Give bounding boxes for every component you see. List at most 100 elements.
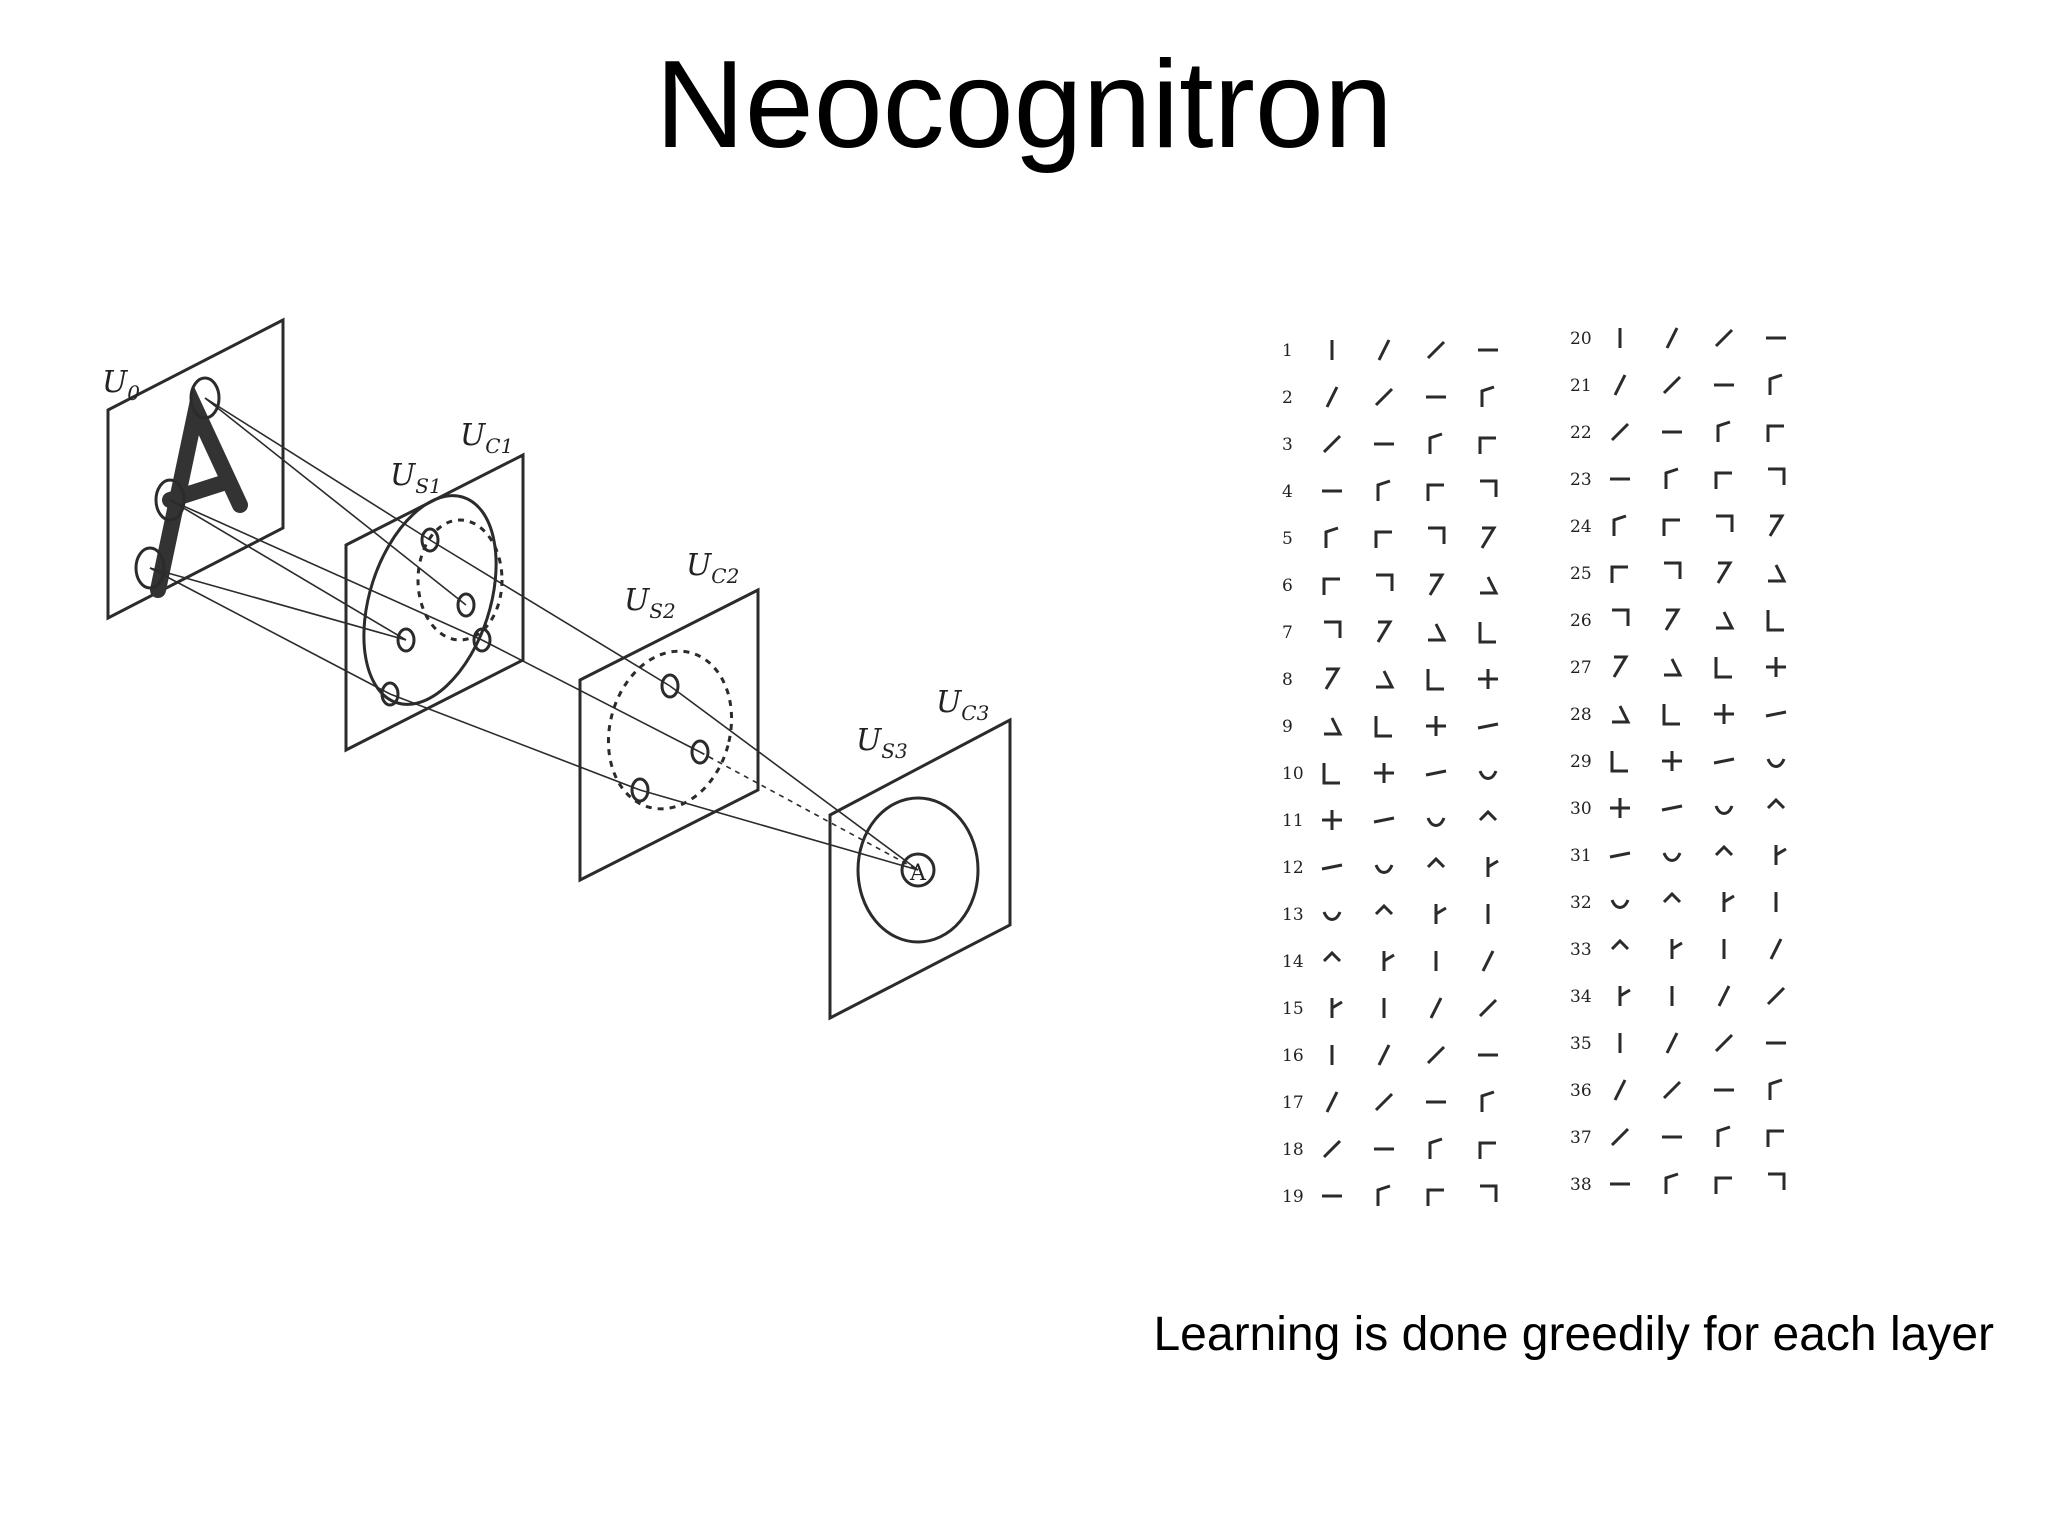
- slide-title: Neocognitron: [655, 36, 1393, 174]
- feature-glyph: [1714, 1033, 1734, 1053]
- feature-number: 29: [1570, 752, 1592, 772]
- feature-number: 8: [1282, 670, 1293, 690]
- feature-glyph: [1766, 758, 1786, 768]
- feature-glyph: [1713, 757, 1735, 765]
- feature-glyph: [1714, 657, 1732, 679]
- feature-glyph: [1428, 573, 1445, 596]
- feature-glyph: [1766, 1129, 1784, 1147]
- feature-number: 33: [1570, 940, 1592, 960]
- feature-glyph: [1322, 434, 1342, 454]
- label-us1: US1: [390, 458, 442, 498]
- feature-glyph: [1610, 422, 1630, 442]
- feature-number: 11: [1282, 811, 1304, 831]
- feature-number: 22: [1570, 423, 1592, 443]
- feature-glyph: [1428, 526, 1446, 544]
- feature-number: 14: [1282, 952, 1304, 972]
- feature-number: 32: [1570, 893, 1592, 913]
- feature-glyph: [1324, 667, 1341, 690]
- feature-number: 12: [1282, 858, 1304, 878]
- feature-glyph: [1322, 911, 1342, 921]
- feature-number: 26: [1570, 611, 1592, 631]
- feature-glyph: [1426, 716, 1446, 736]
- feature-glyph: [1426, 817, 1446, 827]
- feature-glyph: [1662, 704, 1680, 726]
- feature-glyph: [1662, 518, 1680, 536]
- feature-glyph: [1480, 385, 1495, 407]
- feature-glyph: [1714, 471, 1732, 489]
- feature-glyph: [1610, 798, 1630, 818]
- connection-lines: [149, 397, 919, 871]
- feature-glyph: [1662, 1080, 1682, 1100]
- feature-glyph: [1376, 479, 1391, 501]
- feature-number: 7: [1282, 623, 1293, 643]
- feature-glyph: [1766, 424, 1784, 442]
- feature-glyph: [1661, 804, 1683, 812]
- feature-glyph: [1426, 1045, 1446, 1065]
- feature-glyph: [1618, 986, 1631, 1006]
- feature-glyph: [1376, 1184, 1391, 1206]
- feature-glyph: [1665, 327, 1679, 349]
- feature-glyph: [1322, 810, 1342, 830]
- feature-glyph: [1373, 816, 1395, 824]
- feature-number: 20: [1570, 329, 1592, 349]
- feature-number: 30: [1570, 799, 1592, 819]
- output-letter: A: [909, 861, 927, 886]
- feature-number: 5: [1282, 529, 1293, 549]
- feature-glyph: [1610, 1127, 1630, 1147]
- feature-glyph: [1480, 479, 1498, 497]
- feature-number: 34: [1570, 987, 1592, 1007]
- feature-glyph: [1480, 576, 1499, 595]
- s1-c1-plane: [344, 452, 525, 753]
- feature-glyph: [1665, 1032, 1679, 1054]
- feature-glyph: [1321, 863, 1343, 871]
- feature-glyph: [1374, 530, 1392, 548]
- label-u0: U0: [102, 365, 140, 405]
- feature-glyph: [1374, 864, 1394, 874]
- feature-glyph: [1426, 856, 1446, 869]
- feature-glyph: [1325, 386, 1339, 408]
- feature-glyph: [1768, 564, 1787, 583]
- feature-glyph: [1714, 328, 1734, 348]
- feature-glyph: [1722, 892, 1735, 912]
- feature-glyph: [1426, 669, 1444, 691]
- feature-glyph: [1374, 763, 1394, 783]
- feature-glyph: [1609, 851, 1631, 859]
- feature-glyph: [1478, 1141, 1496, 1159]
- feature-glyph: [1664, 561, 1682, 579]
- feature-glyph: [1717, 985, 1731, 1007]
- feature-number: 16: [1282, 1046, 1304, 1066]
- feature-glyph: [1664, 608, 1681, 631]
- feature-glyph: [1324, 526, 1339, 548]
- feature-glyph: [1766, 986, 1786, 1006]
- feature-glyph: [1425, 769, 1447, 777]
- feature-glyph: [1714, 704, 1734, 724]
- feature-glyph: [1429, 997, 1443, 1019]
- feature-number: 25: [1570, 564, 1592, 584]
- feature-glyph: [1330, 998, 1343, 1018]
- feature-number: 27: [1570, 658, 1592, 678]
- feature-glyph: [1664, 658, 1683, 677]
- layer-labels: U0 US1 UC1 US2 UC2 US3 UC3 A: [102, 365, 989, 886]
- feature-glyph: [1426, 1188, 1444, 1206]
- feature-glyph: [1768, 373, 1783, 395]
- label-uc1: UC1: [460, 418, 513, 458]
- feature-glyph: [1662, 375, 1682, 395]
- feature-number: 37: [1570, 1128, 1592, 1148]
- feature-glyph: [1612, 655, 1629, 678]
- feature-glyph: [1664, 467, 1679, 489]
- feature-glyph: [1716, 514, 1734, 532]
- feature-number: 19: [1282, 1187, 1304, 1207]
- feature-number: 6: [1282, 576, 1293, 596]
- label-uc3: UC3: [936, 685, 989, 725]
- feature-glyph: [1322, 950, 1342, 963]
- feature-glyph: [1377, 339, 1391, 361]
- feature-glyph: [1428, 1137, 1443, 1159]
- feature-glyph: [1477, 722, 1499, 730]
- feature-glyph: [1324, 717, 1343, 736]
- feature-glyph: [1766, 797, 1786, 810]
- feature-number: 15: [1282, 999, 1304, 1019]
- feature-glyph: [1716, 420, 1731, 442]
